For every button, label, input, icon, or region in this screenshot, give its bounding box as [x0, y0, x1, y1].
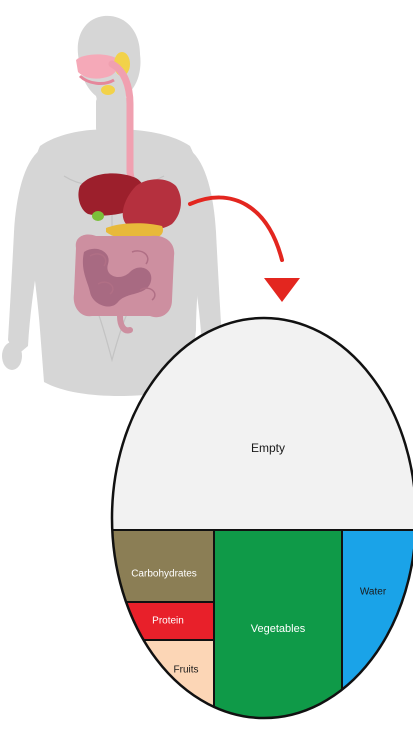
fruits-label: Fruits — [174, 665, 199, 676]
water-label: Water — [360, 587, 387, 598]
fruits-section — [100, 640, 214, 730]
carbohydrates-label: Carbohydrates — [131, 569, 197, 580]
empty-label: Empty — [251, 441, 285, 455]
water-section — [342, 530, 413, 730]
gallbladder — [92, 211, 104, 221]
arrowhead-icon — [264, 278, 300, 302]
protein-label: Protein — [152, 616, 184, 627]
vegetables-label: Vegetables — [251, 623, 306, 635]
